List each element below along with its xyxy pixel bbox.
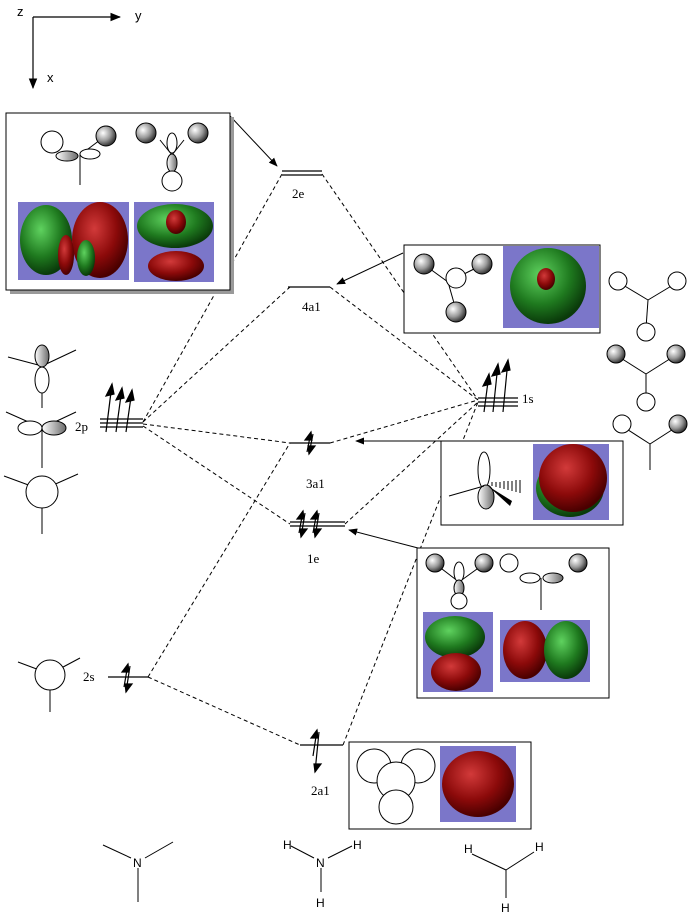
label-n2s: 2s: [83, 669, 95, 684]
mo-box-2e: [5, 112, 234, 294]
hydrogen-left: H: [464, 842, 473, 856]
level-h1s: [478, 397, 518, 407]
render-3a1: [533, 444, 609, 520]
label-1e: 1e: [307, 551, 320, 566]
label-2e: 2e: [292, 186, 305, 201]
ammonia-h-right: H: [353, 838, 362, 852]
corr-2e-1s: [321, 173, 479, 401]
arrow-to-2e: [229, 115, 278, 167]
electrons: [104, 358, 511, 774]
n-pz: [7, 344, 77, 408]
electrons-2p: [104, 382, 135, 433]
n-2s-drawing: [17, 657, 81, 712]
label-4a1: 4a1: [302, 299, 321, 314]
molecule-ammonia: N H H H: [283, 838, 362, 910]
electrons-3a1: [303, 430, 317, 456]
lcao-1e-x: [425, 553, 494, 610]
ammonia-h-bottom: H: [316, 896, 325, 910]
y-axis-label: y: [135, 8, 142, 23]
corr-3a1-1s: [329, 399, 479, 444]
electrons-2a1: [309, 728, 323, 774]
molecule-nitrogen: N: [102, 841, 174, 902]
lcao-1e-y: [499, 553, 588, 610]
nitrogen-label: N: [133, 856, 142, 870]
render-1e-a: [423, 612, 493, 692]
render-2e-a: [18, 202, 129, 280]
x-axis-label: x: [47, 70, 54, 85]
mo-box-3a1: [440, 440, 624, 526]
axes: z y x: [17, 4, 142, 90]
lcao-2a1: [356, 748, 436, 825]
render-1e-b: [500, 620, 590, 682]
ammonia-h-left: H: [283, 838, 292, 852]
corr-1e-1s: [344, 401, 479, 525]
ammonia-n-label: N: [316, 856, 325, 870]
electrons-1s: [481, 358, 511, 413]
corr-4a1-1s: [329, 286, 479, 401]
z-axis-label: z: [17, 4, 24, 19]
h-salc-3: [612, 414, 688, 470]
molecule-hydrogens: H H H: [464, 840, 544, 915]
lcao-3a1: [448, 451, 521, 510]
render-2a1: [440, 746, 516, 822]
correlation-lines: [142, 173, 479, 746]
render-4a1: [503, 246, 599, 328]
h-salc-drawings: [606, 271, 688, 470]
lcao-2e-y: [135, 122, 209, 192]
arrow-to-4a1: [336, 252, 404, 285]
h-salc-2: [606, 344, 686, 412]
n-py: [5, 411, 77, 468]
corr-2a1-1s: [342, 401, 479, 746]
arrow-to-1e: [348, 528, 419, 549]
corr-2p-3a1: [142, 423, 291, 444]
corr-2p-1e: [142, 425, 291, 525]
mo-box-1e: [416, 547, 610, 699]
electrons-1e: [295, 509, 323, 539]
label-3a1: 3a1: [306, 476, 325, 491]
corr-2s-3a1: [147, 442, 291, 678]
label-h1s: 1s: [522, 391, 534, 406]
n-s-upper: [3, 473, 79, 534]
corr-2s-2a1: [147, 676, 301, 746]
lcao-4a1: [413, 253, 493, 323]
mo-box-4a1: [403, 244, 601, 334]
corr-2p-2e: [142, 173, 283, 423]
callout-arrows: [229, 115, 441, 549]
corr-2p-4a1: [142, 286, 291, 423]
level-2e: [282, 170, 322, 176]
hydrogen-right: H: [535, 840, 544, 854]
label-n2p: 2p: [75, 419, 88, 434]
render-2e-b: [134, 202, 214, 282]
h-salc-1: [608, 271, 687, 342]
hydrogen-bottom: H: [501, 901, 510, 915]
label-2a1: 2a1: [311, 783, 330, 798]
lcao-2e-x: [40, 125, 117, 185]
n-ao-drawings: [3, 344, 81, 712]
electrons-2s: [120, 662, 134, 694]
mo-box-2a1: [348, 741, 532, 830]
